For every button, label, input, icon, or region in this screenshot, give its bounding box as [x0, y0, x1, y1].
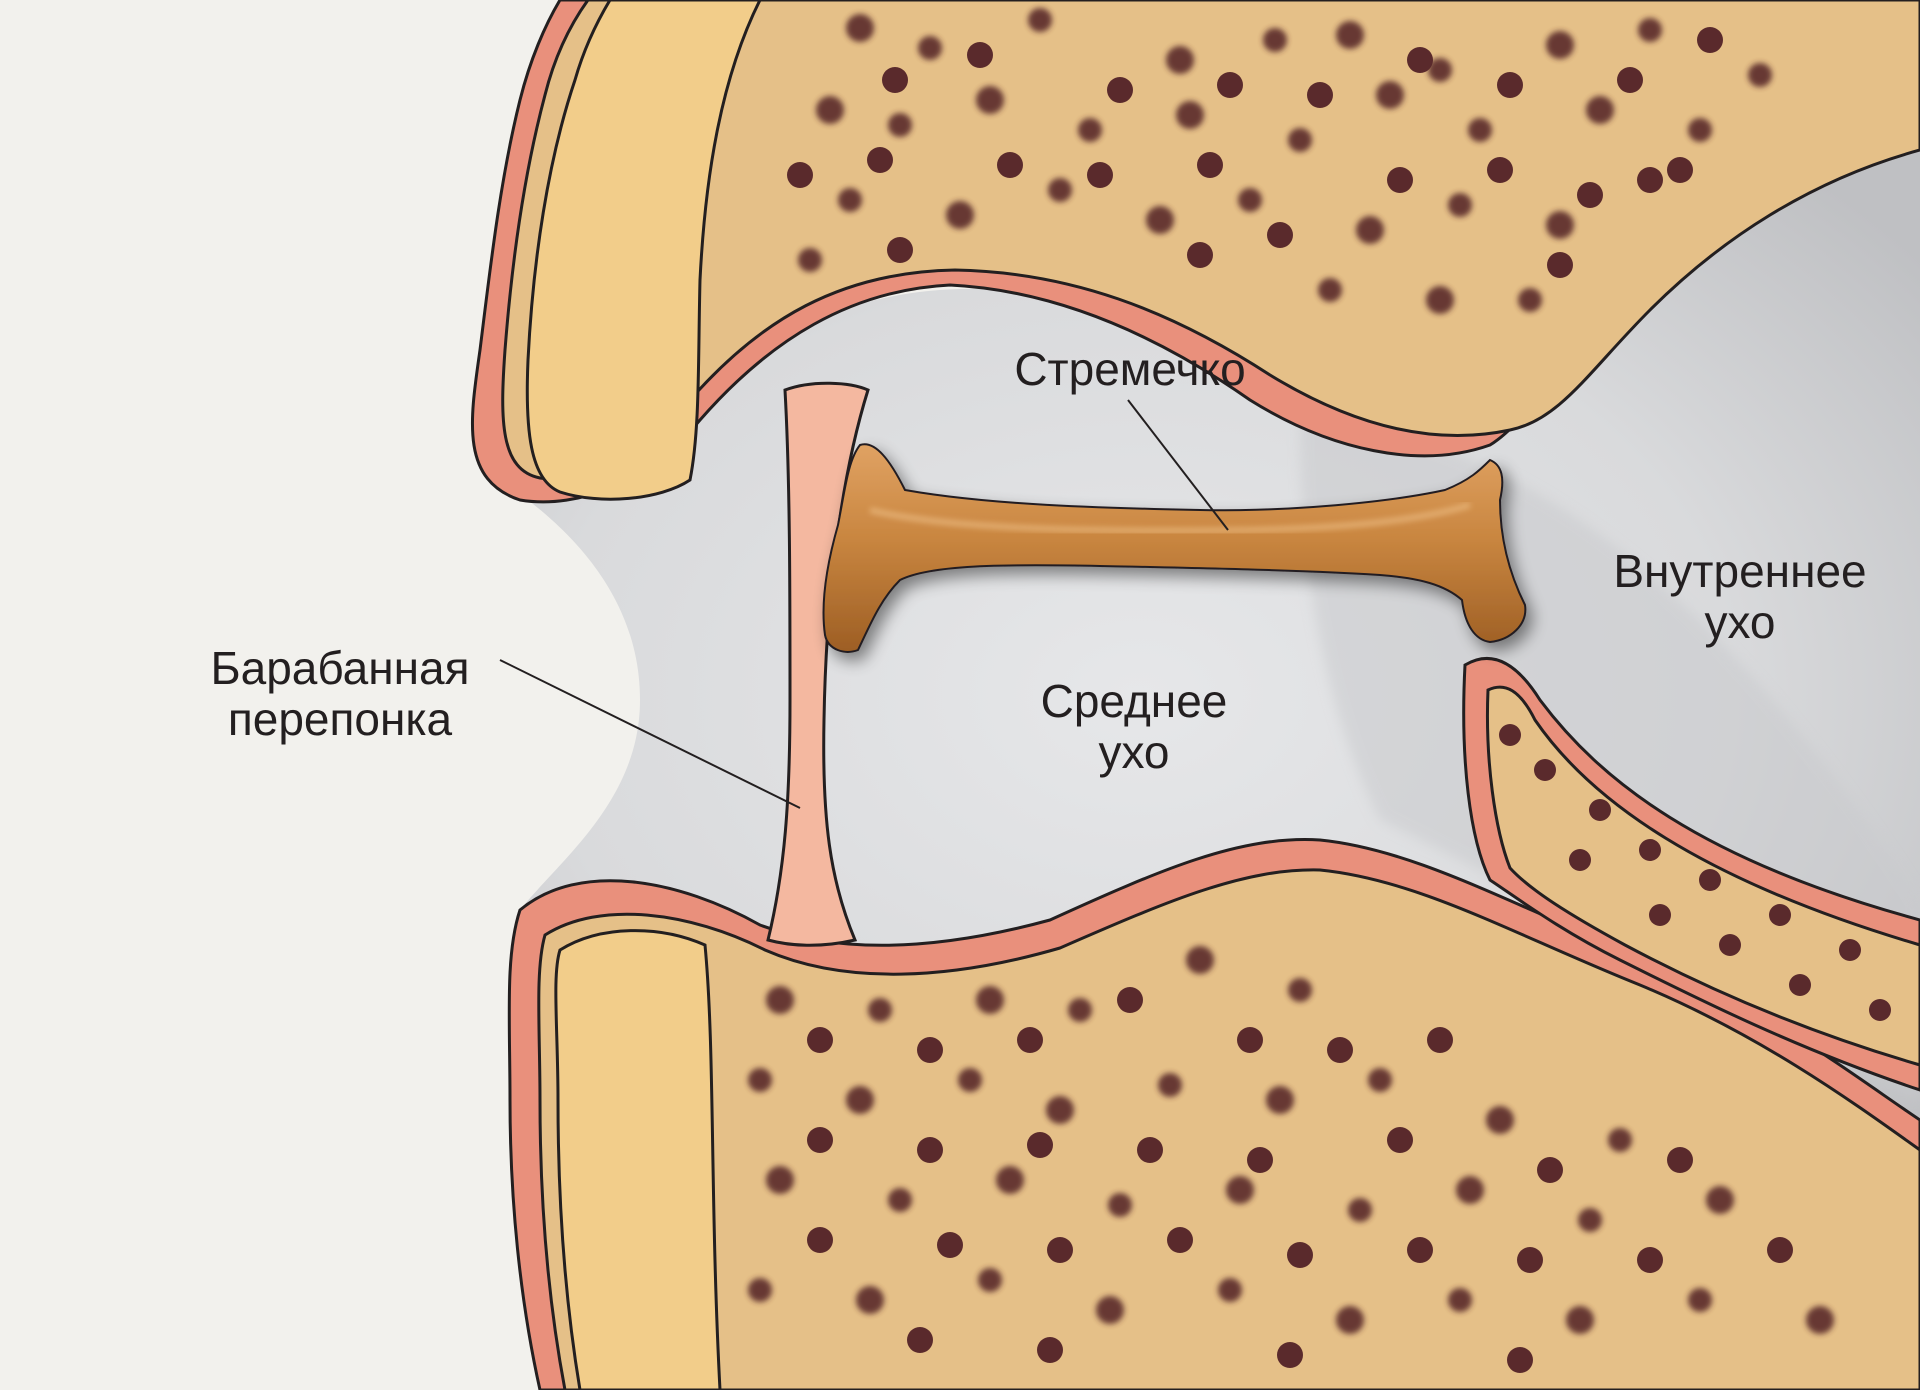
eardrum-label-line1: Барабанная: [210, 642, 469, 694]
inner-ear-label-line2: ухо: [1704, 596, 1775, 648]
middle-ear-label-line1: Среднее: [1041, 675, 1228, 727]
inner-ear-label-line1: Внутреннее: [1613, 545, 1866, 597]
eardrum-label-line2: перепонка: [228, 693, 453, 745]
lower-bone-cortex: [556, 931, 720, 1390]
middle-ear-label-line2: ухо: [1098, 726, 1169, 778]
stapes-label: Стремечко: [1014, 343, 1245, 395]
